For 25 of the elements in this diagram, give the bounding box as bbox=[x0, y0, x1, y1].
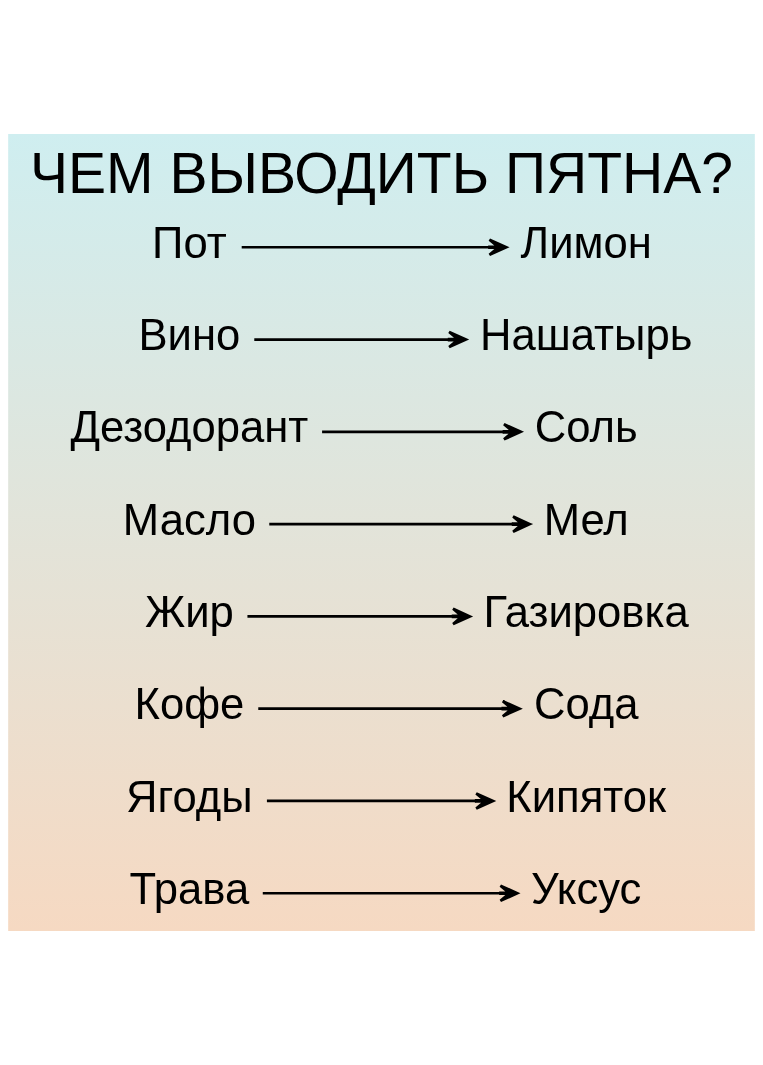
node-text: Жир bbox=[144, 587, 234, 636]
node-text: Нашатырь bbox=[480, 311, 693, 360]
arrow bbox=[322, 422, 523, 441]
arrow bbox=[269, 515, 532, 533]
node-text: Соль bbox=[534, 403, 638, 452]
diagram-title: ЧЕМ ВЫВОДИТЬ ПЯТНА? bbox=[30, 141, 733, 206]
node-text: Сода bbox=[533, 680, 639, 729]
arrow bbox=[247, 607, 472, 626]
arrow bbox=[266, 792, 495, 810]
node-text: Кофе bbox=[134, 680, 245, 729]
node-text: Мел bbox=[543, 495, 629, 544]
node-text: Лимон bbox=[520, 218, 652, 267]
node-text: Масло bbox=[122, 495, 256, 544]
node-text: Кипяток bbox=[506, 772, 667, 821]
node-text: Уксус bbox=[531, 864, 642, 913]
node-text: Трава bbox=[129, 864, 250, 913]
node-text: Дезодорант bbox=[70, 403, 309, 452]
arrow bbox=[262, 884, 519, 903]
node-text: Газировка bbox=[483, 587, 689, 636]
node-text: Пот bbox=[152, 218, 227, 267]
arrow bbox=[258, 699, 521, 718]
arrow bbox=[254, 330, 468, 349]
arrow bbox=[241, 238, 508, 257]
node-text: Ягоды bbox=[126, 772, 253, 821]
node-text: Вино bbox=[138, 311, 241, 360]
